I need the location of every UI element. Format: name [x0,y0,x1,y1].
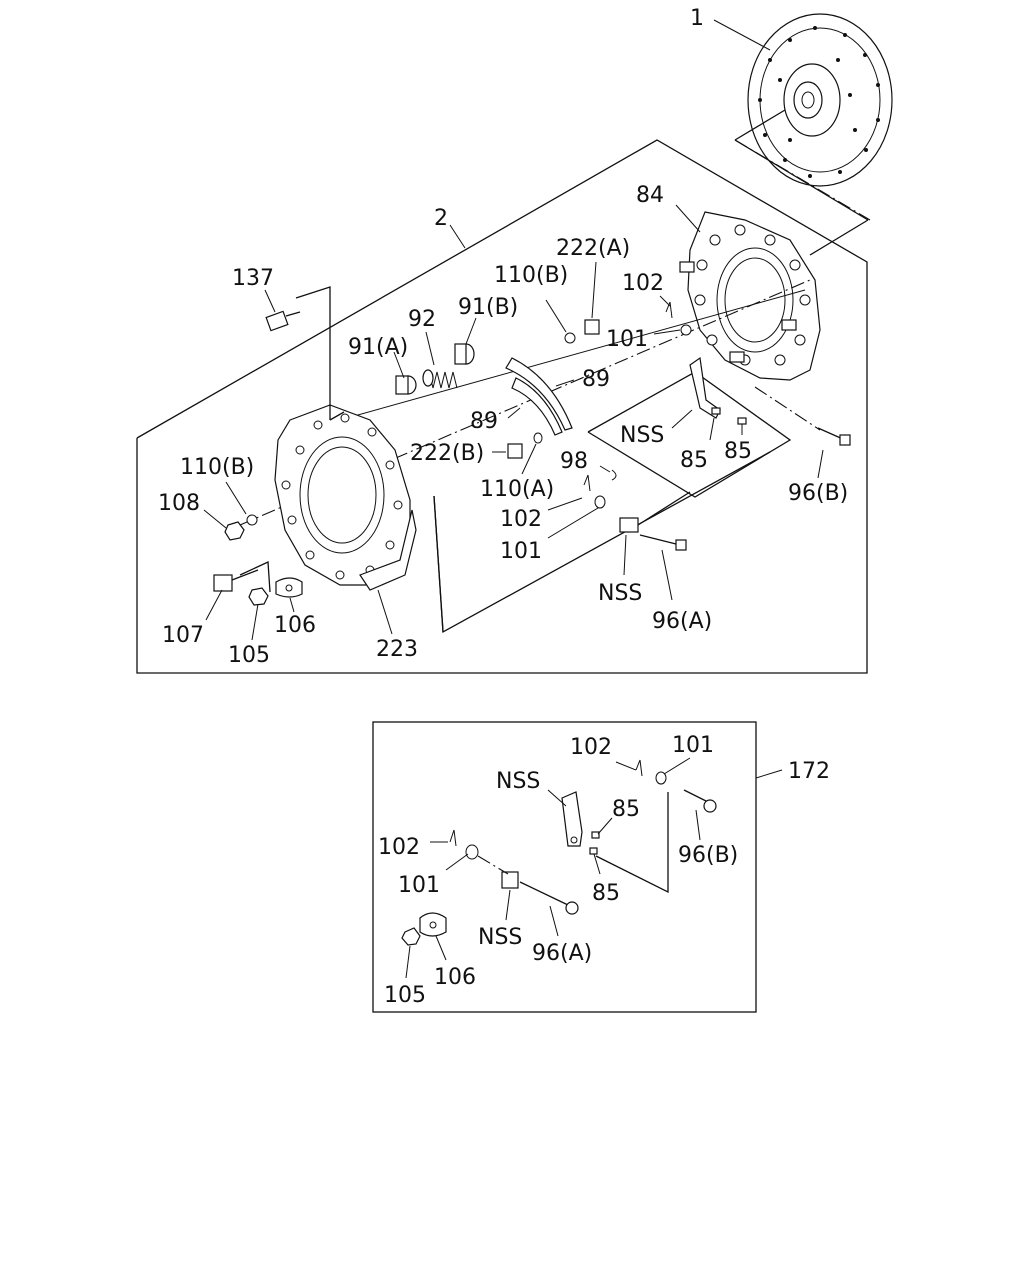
label-2: 2 [434,206,448,231]
label-98: 98 [560,449,588,474]
label-107: 107 [162,623,204,648]
cotter-102-mid[interactable] [583,474,591,492]
kit-eyebolt-nss[interactable] [501,871,519,889]
kit-pin-96a[interactable] [519,881,579,915]
nut-108[interactable] [224,521,245,541]
label-110a: 110(A) [480,477,554,502]
sleeve-91a[interactable] [395,375,417,395]
straps-89[interactable] [505,357,573,436]
label-91a: 91(A) [348,335,408,360]
kit-cotter-102-top[interactable] [635,759,643,777]
label-85-kit-top: 85 [612,797,640,822]
washer-110b-top[interactable] [564,332,576,344]
washer-101-top[interactable] [680,324,692,336]
nut-105[interactable] [248,587,269,606]
label-101-top: 101 [606,327,648,352]
eyebolt-nss-mid[interactable] [619,491,691,533]
label-110b-top: 110(B) [494,263,568,288]
kit-pin-85[interactable] [589,831,600,855]
label-85-kit-bottom: 85 [592,881,620,906]
label-223: 223 [376,637,418,662]
label-172: 172 [788,759,830,784]
washer-101-mid[interactable] [594,495,606,509]
kit-washer-101-top[interactable] [655,771,667,785]
kit-leader-lines [405,757,701,979]
kit-cotter-102-mid[interactable] [449,829,457,847]
label-nss-kit-top: NSS [496,769,540,794]
label-105-top: 105 [228,643,270,668]
label-106-kit: 106 [434,965,476,990]
label-137: 137 [232,266,274,291]
label-102-top: 102 [622,271,664,296]
washer-110a[interactable] [533,432,543,444]
plate-106[interactable] [275,577,303,598]
label-92: 92 [408,307,436,332]
kit-washer-101-mid[interactable] [465,844,479,860]
pin-96a-top[interactable] [639,534,687,551]
spring-92[interactable] [422,369,458,389]
label-84: 84 [636,183,664,208]
label-101-kit-mid: 101 [398,873,440,898]
kit-boundary [372,721,757,1013]
label-102-kit-mid: 102 [378,835,420,860]
label-85a: 85 [680,448,708,473]
cotter-102-top[interactable] [665,301,673,319]
label-101-mid: 101 [500,539,542,564]
label-108: 108 [158,491,200,516]
label-96b-top: 96(B) [788,481,848,506]
bolt-222b[interactable] [507,443,523,459]
label-101-kit-top: 101 [672,733,714,758]
part-labels: 1 2 84 137 222(A) 110(B) 91(B) 92 91(A) … [158,6,848,1008]
pin-96b-top[interactable] [817,427,851,446]
kit-plate-106[interactable] [419,912,447,937]
label-96a-kit: 96(A) [532,941,592,966]
bolt-137[interactable] [265,310,301,332]
label-89a: 89 [582,367,610,392]
pressure-plate[interactable] [679,211,821,381]
cotter-98[interactable] [611,469,617,481]
kit-lever-nss[interactable] [561,791,583,847]
clutch-cover-housing[interactable] [274,404,417,591]
label-222a: 222(A) [556,236,630,261]
label-102-mid: 102 [500,507,542,532]
clutch-disc[interactable] [747,13,893,187]
label-nss-kit-bottom: NSS [478,925,522,950]
label-110b-left: 110(B) [180,455,254,480]
assembly-boundary [136,139,868,674]
bolt-222a[interactable] [584,319,600,335]
label-nss-mid: NSS [598,581,642,606]
label-102-kit-top: 102 [570,735,612,760]
label-89b: 89 [470,409,498,434]
leader-lines [203,19,824,641]
kit-nut-105[interactable] [401,927,421,946]
label-222b: 222(B) [410,441,484,466]
label-96b-kit: 96(B) [678,843,738,868]
label-1: 1 [690,6,704,31]
label-105-kit: 105 [384,983,426,1008]
label-106-top: 106 [274,613,316,638]
label-85b: 85 [724,439,752,464]
bolt-107[interactable] [213,569,259,592]
label-nss-top: NSS [620,423,664,448]
kit-pin-96b[interactable] [683,789,717,813]
label-91b: 91(B) [458,295,518,320]
lever-bracket-top [587,371,792,498]
washer-110b-left[interactable] [246,514,258,526]
label-96a-top: 96(A) [652,609,712,634]
sleeve-91b[interactable] [454,343,475,365]
